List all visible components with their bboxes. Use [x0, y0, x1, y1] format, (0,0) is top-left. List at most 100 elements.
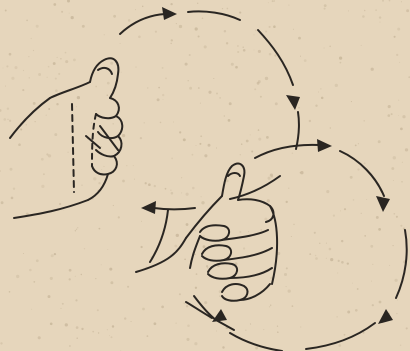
paper-speckle [161, 306, 164, 309]
paper-speckle [319, 243, 320, 244]
paper-speckle [268, 2, 269, 3]
paper-speckle [237, 51, 239, 53]
paper-speckle [36, 259, 39, 262]
paper-speckle [324, 4, 327, 7]
paper-speckle [304, 59, 307, 62]
paper-speckle [274, 0, 275, 1]
paper-speckle [196, 145, 197, 146]
paper-speckle [340, 210, 341, 211]
paper-speckle [248, 231, 249, 232]
paper-speckle [7, 108, 9, 110]
paper-speckle [113, 15, 116, 18]
paper-speckle [320, 88, 321, 89]
paper-speckle [104, 34, 105, 35]
paper-speckle [396, 313, 397, 314]
paper-speckle [267, 199, 270, 202]
paper-speckle [3, 118, 6, 121]
paper-speckle [31, 309, 32, 310]
paper-speckle [18, 143, 21, 146]
paper-speckle [391, 113, 393, 115]
paper-speckle [208, 91, 211, 94]
paper-speckle [399, 62, 400, 63]
paper-speckle [55, 89, 58, 92]
paper-speckle [265, 77, 268, 80]
paper-speckle [71, 16, 74, 19]
paper-speckle [229, 102, 232, 105]
paper-speckle [261, 229, 262, 230]
paper-speckle [364, 10, 366, 12]
paper-speckle [270, 305, 271, 306]
paper-speckle [75, 299, 77, 301]
paper-speckle [107, 249, 108, 250]
paper-speckle [20, 128, 22, 130]
paper-speckle [15, 66, 18, 69]
paper-speckle [47, 77, 48, 78]
paper-speckle [208, 144, 211, 147]
paper-speckle [120, 43, 121, 44]
paper-speckle [38, 336, 41, 339]
paper-speckle [148, 183, 151, 186]
paper-speckle [176, 23, 177, 24]
paper-speckle [84, 248, 85, 249]
paper-speckle [23, 70, 24, 71]
paper-speckle [393, 156, 396, 159]
paper-speckle [266, 136, 269, 139]
paper-speckle [147, 87, 148, 88]
paper-speckle [291, 236, 292, 237]
paper-speckle [226, 42, 228, 44]
paper-speckle [204, 45, 207, 48]
paper-speckle [265, 31, 267, 33]
paper-speckle [242, 47, 243, 48]
paper-speckle [351, 101, 352, 102]
paper-speckle [76, 326, 79, 329]
paper-speckle [11, 197, 14, 200]
paper-speckle [142, 6, 143, 7]
paper-speckle [393, 213, 395, 215]
paper-speckle [61, 11, 63, 13]
paper-speckle [338, 344, 341, 347]
paper-speckle [271, 175, 273, 177]
paper-speckle [275, 102, 278, 105]
paper-speckle [141, 221, 142, 222]
paper-speckle [174, 245, 177, 248]
paper-speckle [255, 29, 257, 31]
paper-speckle [93, 177, 96, 180]
paper-speckle [10, 168, 13, 171]
paper-speckle [199, 143, 201, 145]
paper-speckle [400, 345, 401, 346]
paper-speckle [95, 278, 96, 279]
paper-speckle [135, 67, 136, 68]
paper-speckle [112, 123, 114, 125]
paper-speckle [216, 330, 217, 331]
paper-speckle [309, 120, 311, 122]
paper-speckle [364, 162, 366, 164]
paper-speckle [29, 269, 32, 272]
paper-speckle [277, 326, 278, 327]
paper-speckle [130, 321, 131, 322]
paper-speckle [43, 173, 45, 175]
paper-speckle [50, 277, 53, 280]
paper-speckle [113, 205, 114, 206]
paper-speckle [154, 185, 156, 187]
paper-speckle [46, 153, 48, 155]
paper-speckle [315, 257, 318, 260]
paper-speckle [97, 309, 99, 311]
paper-speckle [300, 171, 303, 174]
paper-speckle [380, 22, 381, 23]
paper-speckle [65, 60, 68, 63]
paper-speckle [58, 73, 60, 75]
paper-speckle [391, 167, 394, 170]
paper-speckle [95, 110, 96, 111]
paper-speckle [101, 264, 102, 265]
paper-speckle [9, 53, 12, 56]
paper-speckle [235, 66, 238, 69]
paper-speckle [392, 245, 393, 246]
paper-speckle [65, 52, 67, 54]
paper-speckle [76, 106, 77, 107]
paper-speckle [76, 229, 77, 230]
paper-speckle [329, 248, 332, 251]
paper-speckle [92, 331, 94, 333]
paper-speckle [219, 97, 221, 99]
paper-speckle [264, 218, 267, 221]
